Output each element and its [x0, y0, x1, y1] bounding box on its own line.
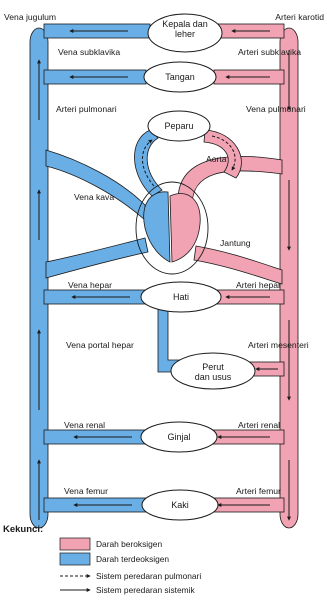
flow-arrows — [37, 29, 291, 521]
legend: Kekunci: Darah beroksigen Darah terdeoks… — [3, 524, 201, 595]
legend-swatch-deoxygenated — [59, 552, 91, 566]
label-carotid-artery: Arteri karotid — [275, 12, 324, 22]
organ-label-arms: Tangan — [165, 72, 195, 82]
aortic-arch-vessel — [177, 155, 283, 207]
organ-liver — [140, 281, 222, 313]
label-hepatic-portal-vein: Vena portal hepar — [66, 340, 134, 350]
legend-item-systemic: Sistem peredaran sistemik — [96, 585, 195, 595]
heart-outline — [135, 181, 209, 275]
label-femoral-vein: Vena femur — [64, 486, 108, 496]
oxygenated-vessels — [169, 23, 299, 529]
pulmonary-artery-vessel — [134, 129, 163, 197]
legend-item-oxygenated: Darah beroksigen — [96, 539, 162, 549]
upper-vena-cava-vessel — [45, 149, 146, 221]
organ-label-kidneys: Ginjal — [167, 432, 190, 442]
label-subclavian-vein: Vena subklavika — [58, 47, 120, 57]
label-hepatic-vein: Vena hepar — [68, 280, 112, 290]
organ-kidneys — [140, 421, 218, 453]
organ-lungs — [147, 110, 211, 142]
label-heart: Jantung — [220, 238, 251, 248]
organ-legs — [141, 489, 219, 521]
organ-head-neck — [147, 13, 223, 53]
legend-item-pulmonary: Sistem peredaran pulmonari — [96, 571, 201, 581]
legend-item-deoxygenated: Darah terdeoksigen — [96, 554, 169, 564]
heart-left-side — [169, 193, 201, 263]
pulmonary-flow-arrows — [142, 135, 236, 187]
label-aorta: Aorta — [206, 154, 227, 164]
label-vena-cava: Vena kava — [74, 192, 114, 202]
organ-label-legs: Kaki — [171, 500, 189, 510]
label-subclavian-artery: Arteri subklavika — [238, 47, 301, 57]
vena-cava-trunk — [29, 27, 49, 529]
label-pulmonary-artery: Arteri pulmonari — [56, 104, 117, 114]
label-jugular-vein: Vena jugulum — [4, 12, 56, 22]
legend-title: Kekunci: — [3, 524, 43, 535]
pulmonary-vein-vessel — [203, 129, 242, 179]
label-pulmonary-vein: Vena pulmonari — [246, 104, 306, 114]
label-renal-artery: Arteri renal — [238, 420, 280, 430]
deoxygenated-vessels — [29, 23, 183, 529]
label-renal-vein: Vena renal — [64, 420, 105, 430]
label-femoral-artery: Arteri femur — [236, 486, 281, 496]
organ-label-lungs: Peparu — [164, 121, 193, 131]
organ-label-liver: Hati — [173, 292, 189, 302]
descending-aorta-vessel — [193, 245, 283, 285]
label-hepatic-artery: Arteri hepar — [236, 280, 281, 290]
lower-vena-cava-vessel — [45, 237, 149, 279]
label-mesenteric-artery: Arteri mesenteri — [248, 340, 309, 350]
organ-arms — [143, 61, 217, 93]
legend-swatch-oxygenated — [59, 537, 91, 551]
organ-stomach — [170, 352, 256, 390]
organs — [140, 13, 256, 521]
